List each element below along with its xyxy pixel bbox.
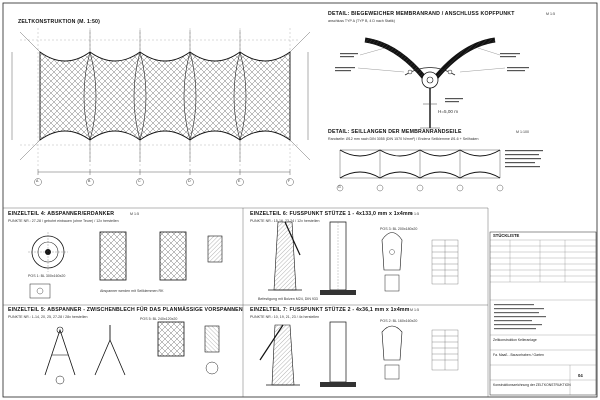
title-block-firm-1: Zeltkonstruktion Kelleranlage bbox=[493, 338, 537, 342]
part4-title: EINZELTEIL 4: ABSPANNER/ERDANKER bbox=[8, 211, 115, 217]
pos2-label: POS 2: BL 160x160x20 bbox=[380, 319, 418, 323]
part5-title: EINZELTEIL 5: ABSPANNER - ZWISCHENBLECH … bbox=[8, 307, 243, 313]
detail-cable-lengths bbox=[336, 149, 543, 192]
part6-title: EINZELTEIL 6: FUSSPUNKT STÜTZE 1 - 4x133… bbox=[250, 211, 413, 217]
part7-title: EINZELTEIL 7: FUSSPUNKT STÜTZE 2 - 4x36,… bbox=[250, 307, 410, 313]
part6-subtitle: PUNKTE NR.: 15-16, 23-24 / 12x herstelle… bbox=[250, 219, 320, 223]
axis-label-f: F bbox=[288, 179, 291, 183]
axis-label-g: G bbox=[338, 185, 341, 189]
axis-label-e: E bbox=[238, 179, 241, 183]
title-block-header: STÜCKLISTE bbox=[493, 233, 520, 238]
detail-part-5 bbox=[44, 321, 220, 385]
detail-membrane-head bbox=[335, 37, 529, 129]
axis-label-b: B bbox=[88, 179, 91, 183]
cable-lengths-title: DETAIL: SEILLANGEN DER MEMBRANRANDSEILE bbox=[328, 129, 462, 135]
tent-plan bbox=[11, 28, 311, 186]
part5-scale: M 1:5 bbox=[225, 308, 234, 312]
title-block-plan-label: Konstruktionszeichnung der ZELTKONSTRUKT… bbox=[493, 383, 571, 387]
pos3-label: POS 3: BL 200x180x20 bbox=[380, 227, 418, 231]
title-block-plan-number: 04 bbox=[578, 373, 583, 378]
cable-lengths-subtitle: Randseile: Ø12 mm nach DIN 3055 (DIN 157… bbox=[328, 137, 479, 141]
title-block bbox=[489, 231, 597, 396]
detail-part-6 bbox=[268, 221, 459, 295]
detail-membrane-title: DETAIL: BIEGEWEICHER MEMBRANRAND / ANSCH… bbox=[328, 11, 515, 17]
part6-scale: M 1:5 bbox=[410, 212, 419, 216]
part7-subtitle: PUNKTE NR.: 10, 19, 21, 23 / 4x herstell… bbox=[250, 315, 320, 319]
title-block-firm-2: Fa. Maaß - Bauvorhaben / Garten bbox=[493, 353, 544, 357]
detail-part-4 bbox=[28, 231, 223, 299]
part7-scale: M 1:5 bbox=[410, 308, 419, 312]
detail-membrane-subtitle: anschluss TYP A (TYP B, 4 D nach Statik) bbox=[328, 19, 395, 23]
height-label: H=5,00 m bbox=[438, 109, 459, 114]
pos1-label: POS 1: BL 300x160x20 bbox=[28, 274, 66, 278]
detail-membrane-scale: M 1:5 bbox=[546, 12, 555, 16]
part4-subtitle: PUNKTE NR.: 27-28 / gebohrt einbauen (oh… bbox=[8, 219, 119, 223]
axis-label-a: A bbox=[36, 179, 39, 183]
part5-subtitle: PUNKTE NR.: 1-14, 20, 25, 27-28 / 28x he… bbox=[8, 315, 88, 319]
detail-part-7 bbox=[259, 321, 459, 387]
part6-note: Befestigung mit Bolzen M24, DIN 933 bbox=[258, 297, 318, 301]
axis-label-c: C bbox=[138, 179, 141, 183]
main-plan-title: ZELTKONSTRUKTION (M. 1:50) bbox=[18, 19, 101, 25]
part4-note: Abspanner werden mit Seilklemmen RK bbox=[100, 289, 164, 293]
pos5-label: POS 5: BL 240x120x20 bbox=[140, 317, 178, 321]
cable-lengths-scale: M 1:100 bbox=[516, 130, 529, 134]
part4-scale: M 1:5 bbox=[130, 212, 139, 216]
axis-label-d: D bbox=[188, 179, 191, 183]
